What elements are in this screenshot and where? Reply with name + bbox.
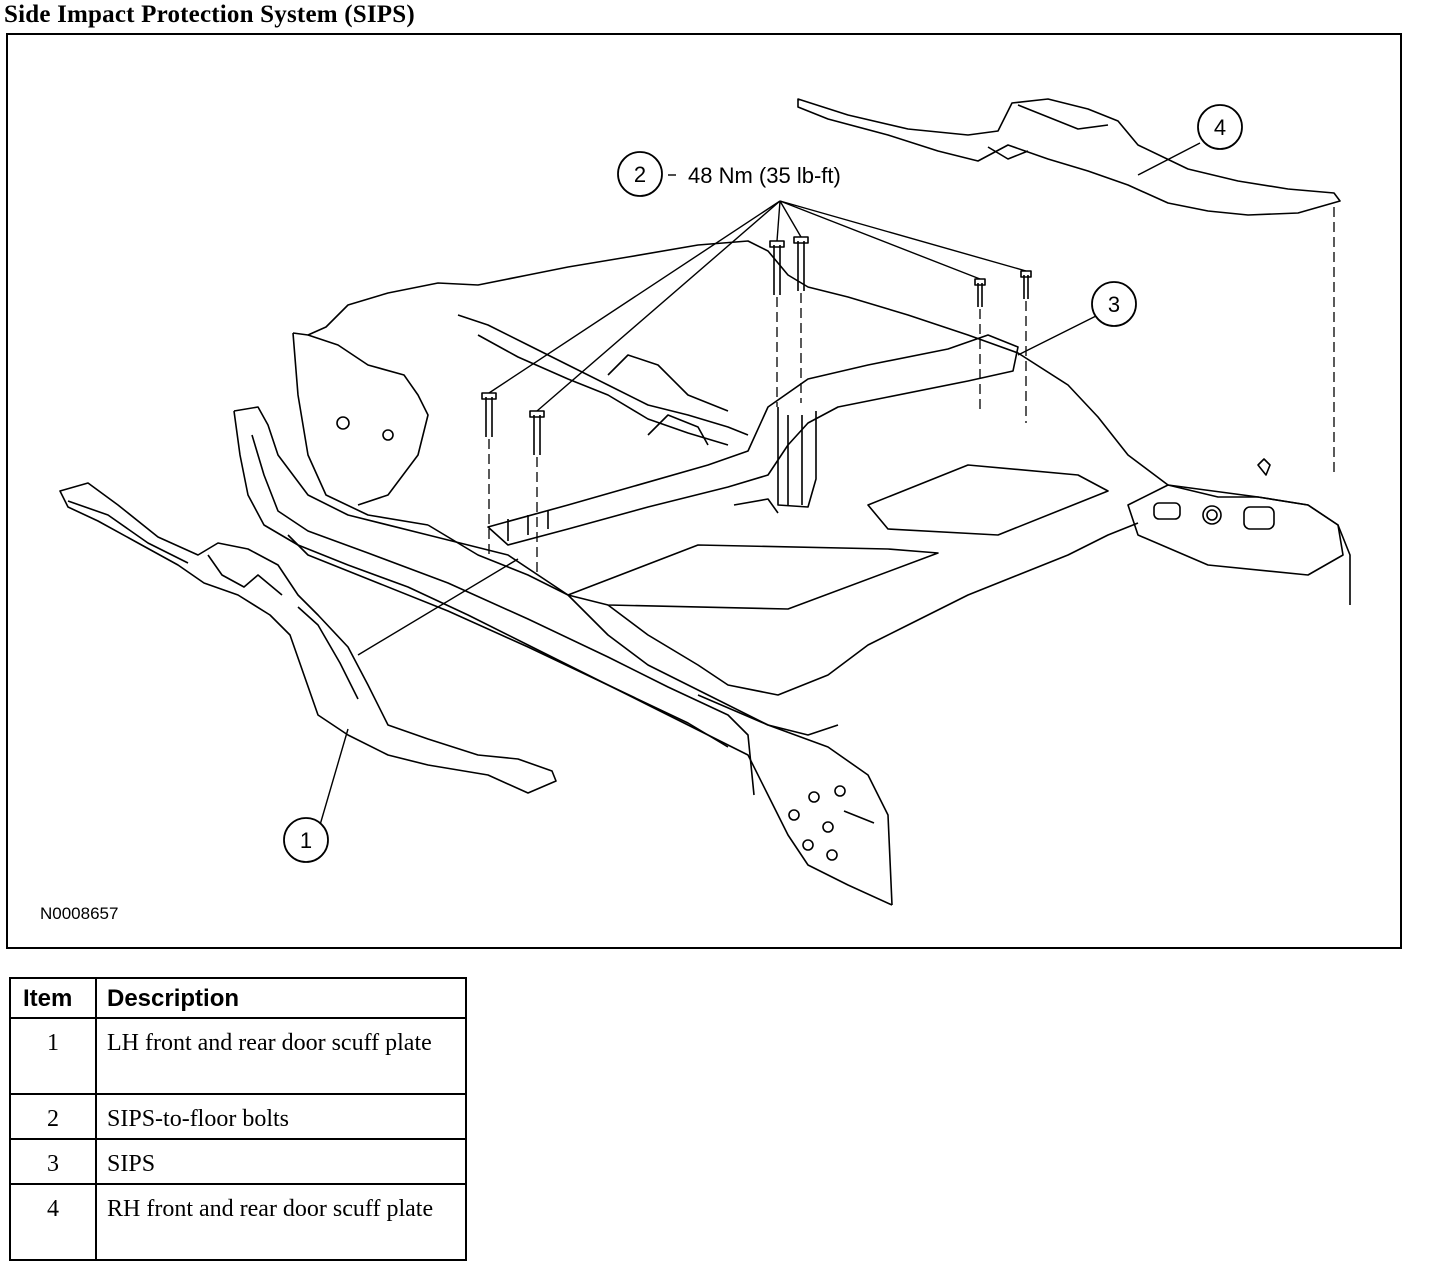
callout-4-circle [1197,104,1243,150]
bolt-center-2 [793,236,809,291]
table-row: 3 SIPS [9,1138,467,1185]
floor-pan-left-flange [427,524,569,596]
leader-2-f [779,200,1027,272]
bolt-center-1 [769,240,785,295]
callout-3-label: 3 [1108,292,1120,317]
center-tunnel [457,314,749,436]
item-number: 1 [9,1017,97,1095]
item-description: SIPS-to-floor bolts [95,1093,467,1140]
leader-2-b [536,200,781,412]
diagram-frame: 1 2 3 4 48 Nm (35 lb-ft) N0008657 [6,33,1402,949]
leader-2-c [776,200,781,242]
item-number: 3 [9,1138,97,1185]
leader-4 [1137,142,1201,176]
item-number: 4 [9,1183,97,1261]
page-title: Side Impact Protection System (SIPS) [4,1,415,28]
sips-crossmember [487,334,1019,546]
leader-2-a [488,200,781,394]
callout-3-circle [1091,281,1137,327]
bolt-right-1 [974,278,986,307]
figure-reference-code: N0008657 [40,904,118,923]
column-header-description: Description [95,977,467,1019]
parts-table: Item Description 1 LH front and rear doo… [9,977,467,1261]
left-front-panel [307,334,429,506]
table-row: 2 SIPS-to-floor bolts [9,1093,467,1140]
exploded-view-diagram: 1 2 3 4 48 Nm (35 lb-ft) N0008657 [40,98,1351,923]
table-row: 4 RH front and rear door scuff plate [9,1183,467,1261]
floor-well-rear [867,464,1109,536]
table-row: 1 LH front and rear door scuff plate [9,1017,467,1095]
callout-2-label: 2 [634,162,646,187]
rh-scuff-plate [797,98,1341,216]
leader-2-e [779,200,981,280]
leader-1 [319,728,349,826]
floor-lower-edge [697,694,839,736]
callout-1-label: 1 [300,828,312,853]
callout-4-label: 4 [1214,115,1226,140]
column-header-item: Item [9,977,97,1019]
leader-2-d [779,200,802,238]
floor-well-front [567,544,939,610]
floor-pan-outline [292,240,1351,605]
lh-scuff-plate [59,482,557,794]
item-number: 2 [9,1093,97,1140]
torque-spec-label: 48 Nm (35 lb-ft) [688,163,841,188]
item-description: LH front and rear door scuff plate [95,1017,467,1095]
leader-1b [357,558,519,656]
bolt-left-1 [481,392,497,437]
rear-right-panel [1127,484,1344,576]
leader-3 [1017,314,1099,356]
callout-1-circle [283,817,329,863]
bolt-left-2 [529,410,545,455]
bolt-right-2 [1020,270,1032,299]
left-rocker [233,406,893,906]
floor-pan-front-wall [292,332,429,526]
item-description: RH front and rear door scuff plate [95,1183,467,1261]
table-header-row: Item Description [9,977,467,1019]
item-description: SIPS [95,1138,467,1185]
floor-rear-edge [607,522,1139,696]
callout-2-circle [617,151,663,197]
